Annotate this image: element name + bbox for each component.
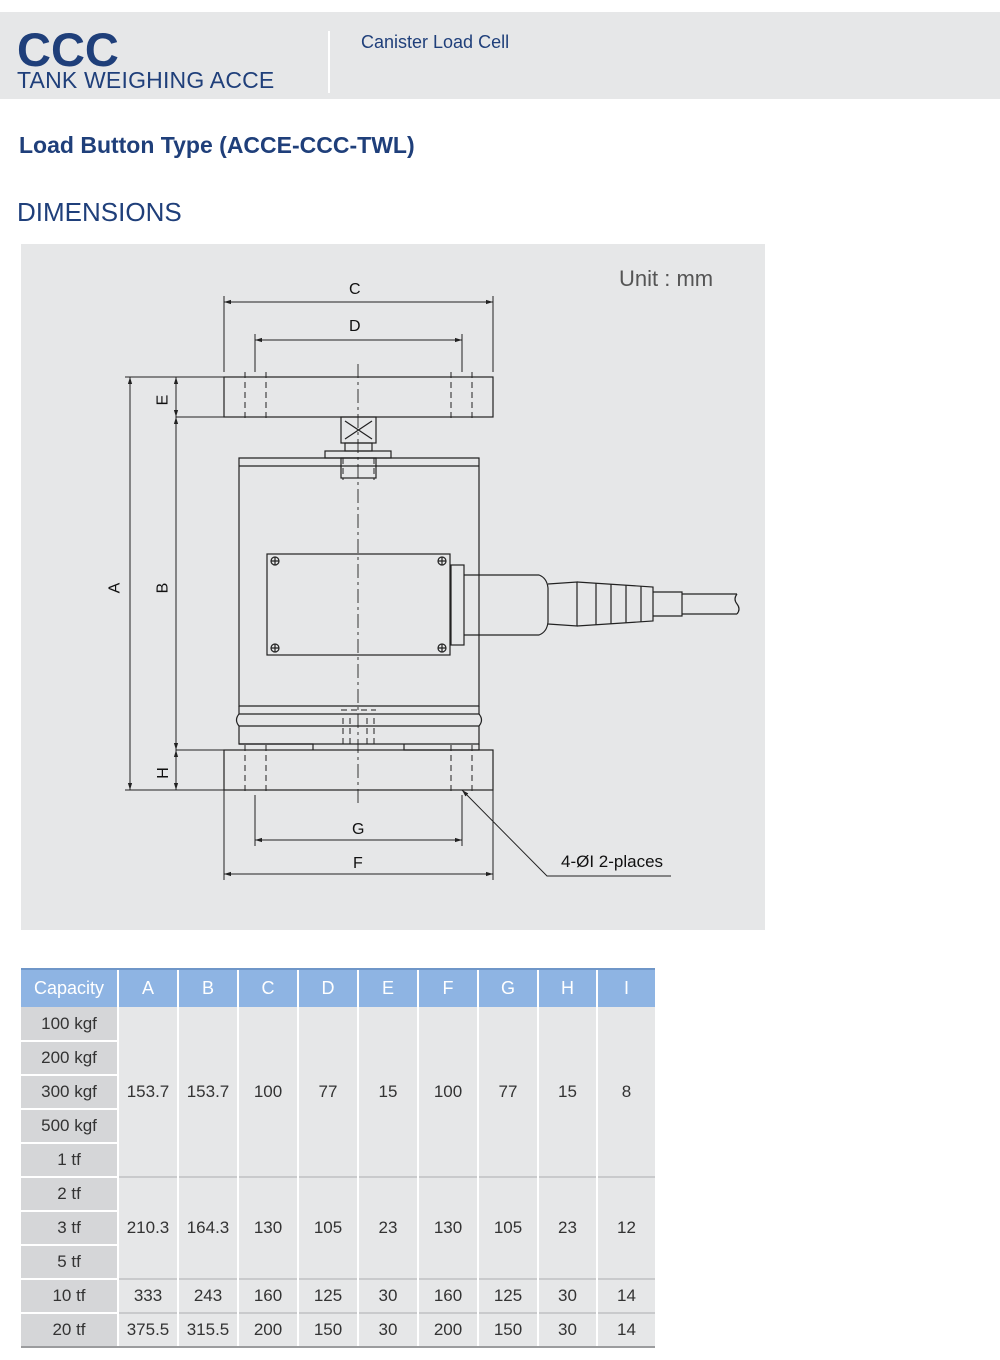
dim-label-g: G [352, 821, 365, 838]
capacity-cell: 3 tf [21, 1211, 118, 1246]
header-bar: CCC TANK WEIGHING ACCE Canister Load Cel… [0, 12, 1000, 99]
dimension-value-cell: 105 [297, 1176, 358, 1279]
table-row: 3 tf [21, 1211, 655, 1246]
dimension-value-cell: 164.3 [177, 1176, 238, 1279]
column-header: G [477, 968, 538, 1007]
column-header: Capacity [21, 968, 118, 1007]
dimension-value-cell: 153.7 [117, 1007, 178, 1177]
dim-label-c: C [349, 281, 361, 298]
dimension-value-cell: 130 [237, 1176, 298, 1279]
dimension-value-cell: 77 [477, 1007, 538, 1177]
table-header-row: Capacity A B C D E F G H I [21, 968, 655, 1007]
dim-label-e: E [154, 394, 172, 406]
dimension-value-cell: 30 [357, 1278, 418, 1313]
dimension-value-cell: 160 [417, 1278, 478, 1313]
brand-subtitle: TANK WEIGHING ACCE [17, 67, 275, 93]
column-header: H [537, 968, 597, 1007]
hole-note: 4-ØI 2-places [561, 852, 664, 871]
dimension-value-cell: 105 [477, 1176, 538, 1279]
drawing-outline [223, 376, 740, 791]
capacity-cell: 200 kgf [21, 1041, 118, 1076]
column-header: I [596, 968, 655, 1007]
dimension-value-cell: 100 [417, 1007, 478, 1177]
product-category: Canister Load Cell [361, 32, 510, 52]
dim-label-b: B [154, 582, 172, 594]
dimension-value-cell: 15 [537, 1007, 597, 1177]
capacity-cell: 100 kgf [21, 1007, 118, 1042]
dimension-value-cell: 130 [417, 1176, 478, 1279]
dim-label-a: A [106, 582, 124, 594]
brand-title: CCC [17, 23, 119, 76]
dimension-value-cell: 14 [596, 1278, 655, 1313]
dimension-value-cell: 200 [417, 1312, 478, 1348]
table-row: 200 kgf [21, 1041, 655, 1076]
column-header: A [117, 968, 178, 1007]
capacity-cell: 20 tf [21, 1312, 118, 1348]
unit-label: Unit : mm [619, 266, 714, 291]
dimension-value-cell: 150 [477, 1312, 538, 1348]
dimension-value-cell: 30 [357, 1312, 418, 1348]
dimension-value-cell: 315.5 [177, 1312, 238, 1348]
dimension-value-cell: 375.5 [117, 1312, 178, 1348]
dim-label-d: D [349, 318, 361, 335]
dimension-value-cell: 210.3 [117, 1176, 178, 1279]
capacity-cell: 10 tf [21, 1278, 118, 1314]
table-row: 500 kgf [21, 1109, 655, 1144]
capacity-cell: 1 tf [21, 1143, 118, 1178]
column-header: B [177, 968, 238, 1007]
dimension-value-cell: 100 [237, 1007, 298, 1177]
column-header: C [237, 968, 298, 1007]
dimension-value-cell: 30 [537, 1312, 597, 1348]
dimension-value-cell: 23 [537, 1176, 597, 1279]
hidden-lines [244, 372, 473, 795]
dimension-value-cell: 8 [596, 1007, 655, 1177]
column-header: D [297, 968, 358, 1007]
capacity-cell: 5 tf [21, 1245, 118, 1280]
dimension-drawing [125, 296, 740, 880]
dim-label-h: H [154, 767, 172, 779]
table-row: 1 tf [21, 1143, 655, 1178]
dimension-value-cell: 125 [297, 1278, 358, 1313]
table-row: 5 tf [21, 1245, 655, 1280]
dimension-lines [125, 296, 671, 880]
model-title: Load Button Type (ACCE-CCC-TWL) [19, 132, 415, 158]
dimension-value-cell: 12 [596, 1176, 655, 1279]
dimension-value-cell: 23 [357, 1176, 418, 1279]
dimension-value-cell: 243 [177, 1278, 238, 1313]
dimension-value-cell: 160 [237, 1278, 298, 1313]
header-divider [328, 31, 330, 93]
capacity-cell: 500 kgf [21, 1109, 118, 1144]
capacity-cell: 2 tf [21, 1176, 118, 1212]
dimension-value-cell: 14 [596, 1312, 655, 1348]
table-row: 300 kgf [21, 1075, 655, 1110]
column-header: E [357, 968, 418, 1007]
dimension-value-cell: 77 [297, 1007, 358, 1177]
dimension-value-cell: 150 [297, 1312, 358, 1348]
section-title: DIMENSIONS [17, 197, 182, 227]
dim-label-f: F [353, 855, 363, 872]
dimension-value-cell: 200 [237, 1312, 298, 1348]
dimension-value-cell: 125 [477, 1278, 538, 1313]
dimension-value-cell: 30 [537, 1278, 597, 1313]
dimension-value-cell: 153.7 [177, 1007, 238, 1177]
dimension-value-cell: 333 [117, 1278, 178, 1313]
column-header: F [417, 968, 478, 1007]
capacity-cell: 300 kgf [21, 1075, 118, 1110]
dimension-value-cell: 15 [357, 1007, 418, 1177]
